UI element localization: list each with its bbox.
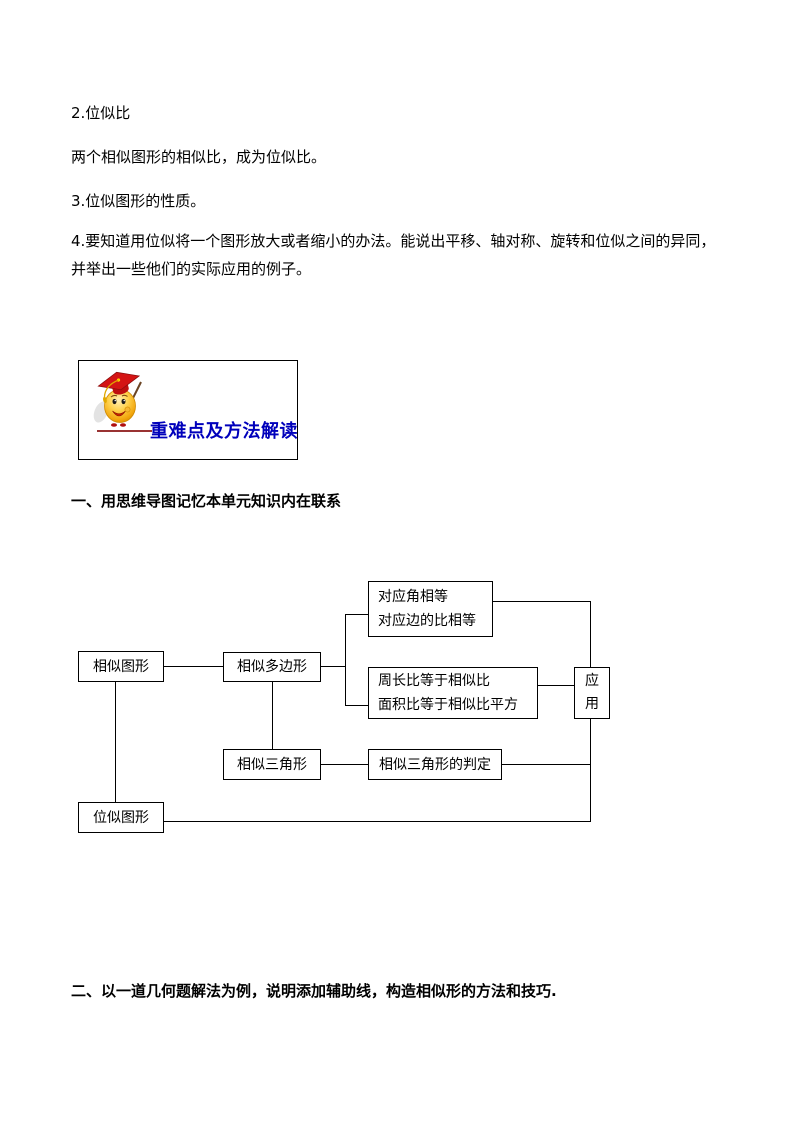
connector-line (321, 764, 368, 765)
paragraph-heteronomy-ratio-title: 2.位似比 (71, 104, 131, 122)
connector-line (590, 601, 591, 667)
diagram-node-corresponding-props: 对应角相等 对应边的比相等 (368, 581, 493, 637)
connector-line (538, 685, 574, 686)
connector-line (164, 821, 591, 822)
connector-line (164, 666, 223, 667)
paragraph-heteronomy-properties: 3.位似图形的性质。 (71, 192, 206, 210)
connector-line (493, 601, 591, 602)
badge-underline-rule (97, 430, 152, 432)
diagram-node-application: 应 用 (574, 667, 610, 719)
diagram-node-similar-figures: 相似图形 (78, 651, 164, 682)
paragraph-heteronomy-ratio-def: 两个相似图形的相似比，成为位似比。 (71, 148, 327, 166)
connector-line (272, 682, 273, 749)
heading-mind-map: 一、用思维导图记忆本单元知识内在联系 (71, 492, 342, 510)
badge-title: 重难点及方法解读 (150, 421, 298, 442)
graduate-smiley-icon (92, 369, 148, 435)
connector-line (345, 614, 346, 706)
diagram-node-similar-polygons: 相似多边形 (223, 652, 321, 682)
connector-line (345, 705, 368, 706)
connector-line (590, 719, 591, 822)
diagram-node-triangle-criteria: 相似三角形的判定 (368, 749, 502, 780)
diagram-node-perimeter-area: 周长比等于相似比 面积比等于相似比平方 (368, 667, 538, 719)
connector-line (345, 614, 368, 615)
paragraph-heteronomy-methods: 4.要知道用位似将一个图形放大或者缩小的办法。能说出平移、轴对称、旋转和位似之间… (71, 232, 716, 278)
connector-line (321, 666, 345, 667)
section-badge-box: 重难点及方法解读 (78, 360, 298, 460)
connector-line (502, 764, 591, 765)
diagram-node-similar-triangles: 相似三角形 (223, 749, 321, 780)
heading-auxiliary-lines: 二、以一道几何题解法为例，说明添加辅助线，构造相似形的方法和技巧. (71, 982, 557, 1000)
connector-line (115, 682, 116, 802)
diagram-node-homothetic-figures: 位似图形 (78, 802, 164, 833)
